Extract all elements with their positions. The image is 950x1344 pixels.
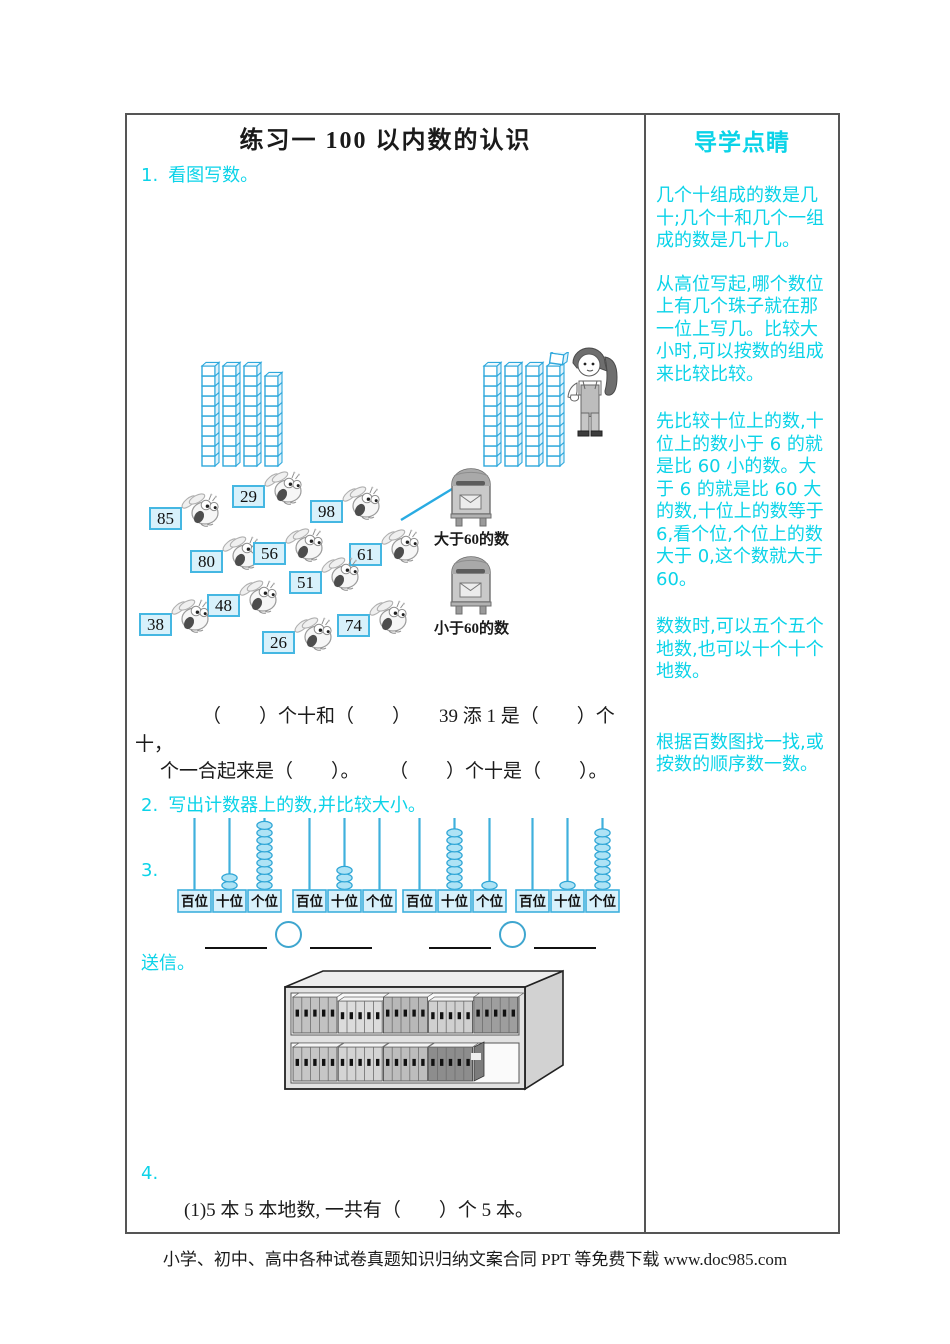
bee-icon bbox=[264, 471, 302, 505]
guide-paragraph: 数数时,可以五个五个地数,也可以十个十个地数。 bbox=[656, 616, 824, 682]
bee-item: 26 bbox=[262, 617, 334, 654]
exercise-2-prompt: 写出计数器上的数,并比较大小。 bbox=[168, 795, 426, 816]
comparison-group bbox=[429, 921, 596, 949]
worksheet-table: 练习一 100 以内数的认识 1. 看图写数。 bbox=[125, 113, 840, 1234]
guide-sidebar: 导学点睛 几个十组成的数是几十;几个十和几个一组成的数是几十几。从高位写起,哪个… bbox=[644, 115, 838, 1232]
bee-icon bbox=[285, 528, 323, 562]
page-title: 练习一 100 以内数的认识 bbox=[239, 128, 532, 154]
footer-text: 小学、初中、高中各种试卷真题知识归纳文案合同 PPT 等免费下载 www.doc… bbox=[162, 1250, 788, 1269]
fill-line3-right: （ ）个十是（ ）。 bbox=[389, 761, 608, 782]
exercise-1-prompt: 看图写数。 bbox=[168, 165, 259, 186]
number-tag: 48 bbox=[207, 594, 240, 617]
comparison-blank bbox=[534, 931, 596, 949]
fill-line1-right: 39 添 1 是（ ）个 bbox=[439, 706, 615, 727]
mailbox-icon bbox=[445, 464, 497, 533]
place-label: 十位 bbox=[331, 893, 358, 909]
abacus-icon: 百位十位个位 bbox=[177, 818, 282, 913]
comparison-circle bbox=[499, 921, 526, 948]
guide-paragraph: 从高位写起,哪个数位上有几个珠子就在那一位上写几。比较大小时,可以按数的组成来比… bbox=[656, 273, 824, 385]
girl-icon bbox=[565, 343, 623, 444]
number-tag: 26 bbox=[262, 631, 295, 654]
guide-header: 导学点睛 bbox=[694, 130, 790, 156]
bookshelf-icon bbox=[275, 967, 573, 1104]
bee-icon bbox=[181, 493, 219, 527]
number-tag: 38 bbox=[139, 613, 172, 636]
bee-icon bbox=[381, 529, 419, 563]
bee-icon bbox=[294, 617, 332, 651]
bee-item: 61 bbox=[349, 529, 421, 566]
abacus-icon: 百位十位个位 bbox=[515, 818, 620, 913]
guide-paragraph: 几个十组成的数是几十;几个十和几个一组成的数是几十几。 bbox=[656, 185, 825, 251]
abacus-icon: 百位十位个位 bbox=[402, 818, 507, 913]
bee-item: 29 bbox=[232, 471, 304, 508]
number-tag: 85 bbox=[149, 507, 182, 530]
main-column: 练习一 100 以内数的认识 1. 看图写数。 bbox=[127, 115, 644, 1232]
bee-item: 56 bbox=[253, 528, 325, 565]
exercise-2-number: 2. bbox=[141, 795, 159, 816]
place-label: 十位 bbox=[554, 893, 582, 909]
bee-icon bbox=[369, 600, 407, 634]
bee-icon bbox=[239, 580, 277, 614]
exercise-3-prompt: 送信。 bbox=[141, 953, 195, 974]
bee-item: 98 bbox=[310, 486, 382, 523]
comparison-blank bbox=[310, 931, 372, 949]
fill-line1-left: （ ）个十和（ ） bbox=[202, 706, 412, 727]
bee-item: 85 bbox=[149, 493, 221, 530]
bee-icon bbox=[321, 557, 359, 591]
bee-field: 29 85 98 80 56 61 51 48 38 74 26 bbox=[127, 115, 644, 1232]
number-tag: 98 bbox=[310, 500, 343, 523]
number-tag: 80 bbox=[190, 550, 223, 573]
mailbox-label: 小于60的数 bbox=[434, 621, 510, 637]
guide-paragraphs: 几个十组成的数是几十;几个十和几个一组成的数是几十几。从高位写起,哪个数位上有几… bbox=[656, 185, 828, 777]
place-label: 个位 bbox=[588, 893, 617, 909]
place-label: 个位 bbox=[365, 893, 393, 909]
place-label: 百位 bbox=[406, 893, 433, 909]
number-tag: 29 bbox=[232, 485, 265, 508]
exercise-4-number: 4. bbox=[141, 1163, 159, 1184]
fill-line3-left: 个一合起来是（ ）。 bbox=[160, 761, 360, 782]
place-label: 十位 bbox=[441, 893, 468, 909]
cube-stack-group-right bbox=[481, 349, 571, 475]
comparison-circle bbox=[275, 921, 302, 948]
place-label: 个位 bbox=[475, 893, 503, 909]
exercise-1-header: 1. 看图写数。 bbox=[141, 161, 258, 187]
bee-icon bbox=[171, 599, 209, 633]
number-tag: 51 bbox=[289, 571, 322, 594]
exercise-2-header: 2. 写出计数器上的数,并比较大小。 bbox=[141, 791, 426, 817]
mailbox-label: 大于60的数 bbox=[434, 532, 510, 548]
exercise-1-number: 1. bbox=[141, 165, 159, 186]
bee-item: 51 bbox=[289, 557, 361, 594]
bee-item: 80 bbox=[190, 536, 262, 573]
comparison-blank bbox=[429, 931, 491, 949]
exercise-4-item1: (1)5 本 5 本地数, 一共有（ ）个 5 本。 bbox=[184, 1200, 534, 1221]
fill-line2: 十， bbox=[135, 734, 174, 755]
cube-stack-group-left bbox=[199, 352, 289, 475]
mailbox-icon bbox=[445, 552, 497, 621]
comparison-group bbox=[205, 921, 372, 949]
guide-paragraph: 根据百数图找一找,或按数的顺序数一数。 bbox=[656, 731, 824, 776]
comparison-blank bbox=[205, 931, 267, 949]
abacus-icon: 百位十位个位 bbox=[292, 818, 397, 913]
number-tag: 74 bbox=[337, 614, 370, 637]
number-tag: 61 bbox=[349, 543, 382, 566]
place-label: 个位 bbox=[250, 893, 278, 909]
place-label: 百位 bbox=[519, 893, 547, 909]
guide-paragraph: 先比较十位上的数,十位上的数小于 6 的就是比 60 小的数。大于 6 的就是比… bbox=[656, 411, 824, 590]
exercise-3-number: 3. bbox=[141, 860, 159, 881]
pointer-line bbox=[400, 487, 453, 522]
bee-icon bbox=[342, 486, 380, 520]
bee-item: 38 bbox=[139, 599, 211, 636]
bee-item: 48 bbox=[207, 580, 279, 617]
place-label: 十位 bbox=[216, 893, 243, 909]
place-label: 百位 bbox=[181, 893, 208, 909]
place-label: 百位 bbox=[296, 893, 323, 909]
number-tag: 56 bbox=[253, 542, 286, 565]
bee-item: 74 bbox=[337, 600, 409, 637]
